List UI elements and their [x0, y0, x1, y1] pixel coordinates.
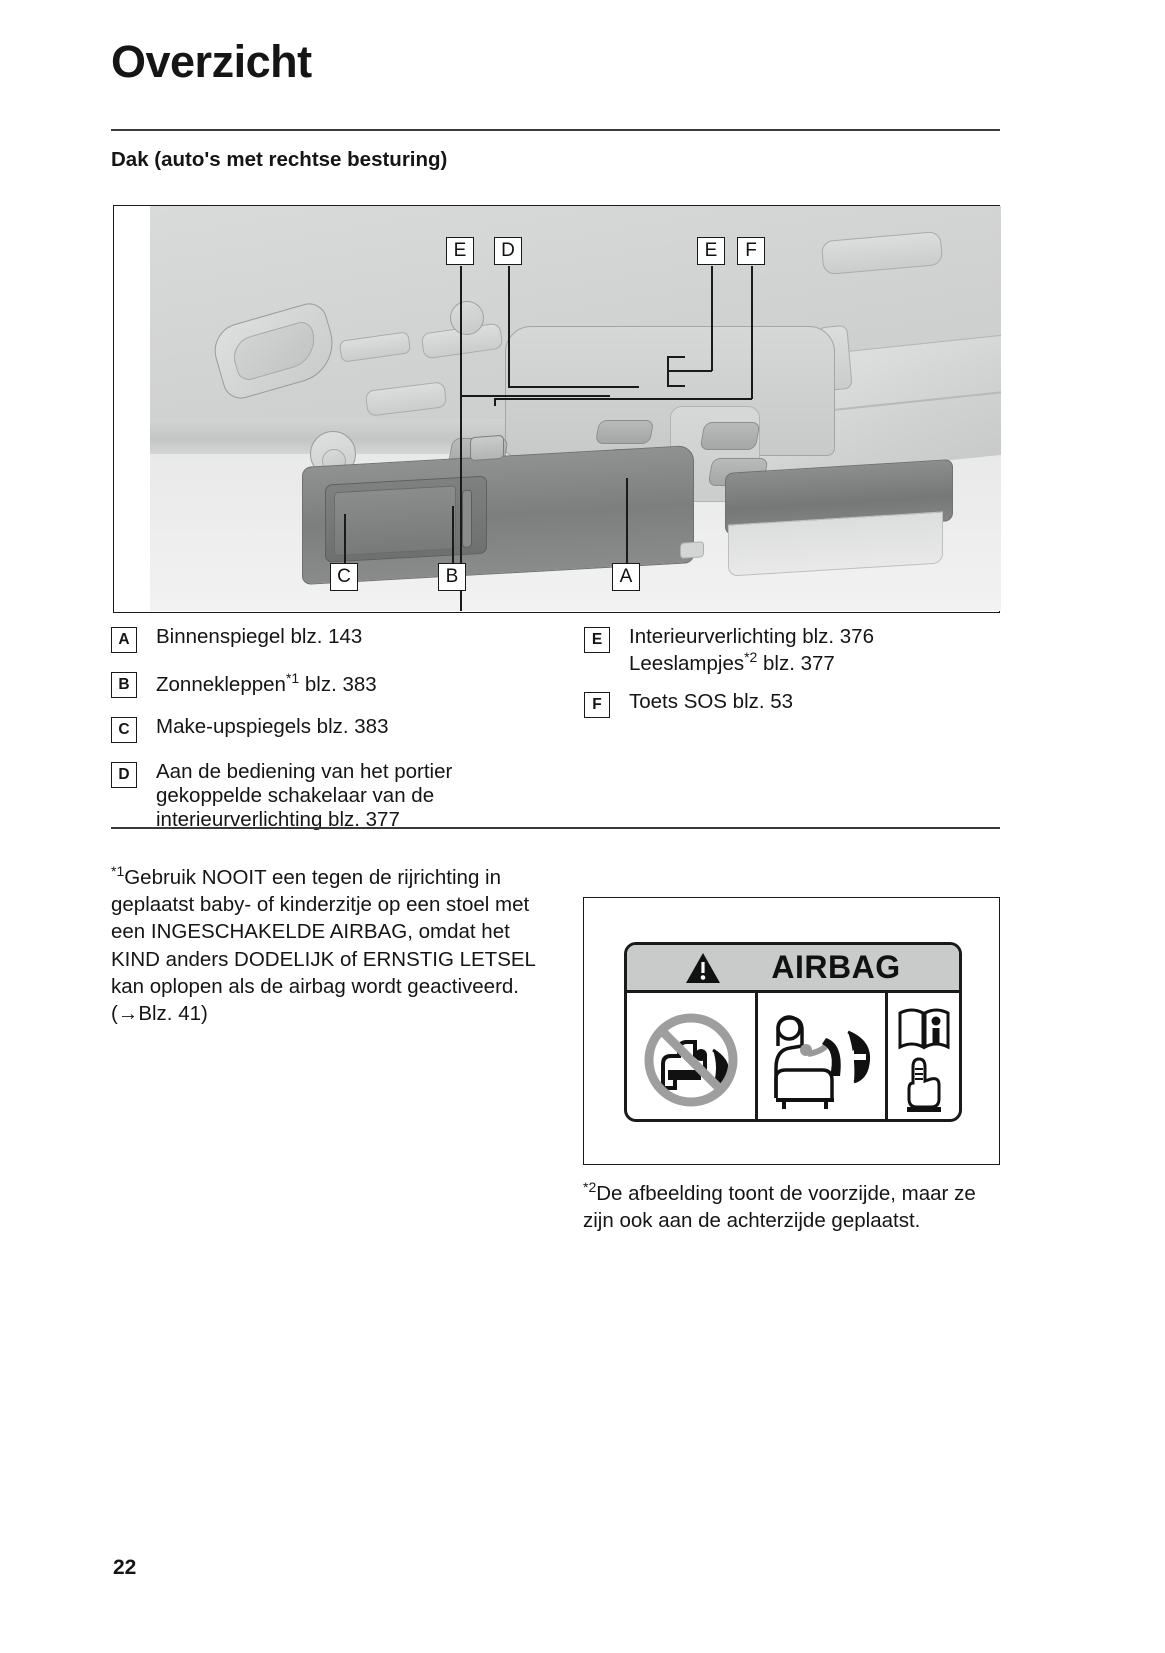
legend-badge-d: D: [111, 762, 137, 788]
airbag-panel-no-child-seat: [627, 993, 755, 1119]
callout-a-bottom: A: [612, 563, 640, 591]
vanity-mirror-tab: [462, 489, 472, 549]
footnote-one: *1Gebruik NOOIT een tegen de rijrichting…: [111, 862, 541, 1027]
airbag-warning-label: AIRBAG: [624, 942, 962, 1122]
roof-overview-figure: E D E F C B A: [113, 205, 1001, 613]
leader-e2-h3: [667, 385, 685, 387]
airbag-panel-read-manual: [885, 993, 959, 1119]
airbag-label-title: AIRBAG: [771, 949, 901, 985]
leader-a: [626, 478, 628, 564]
callout-c-bottom: C: [330, 563, 358, 591]
no-rear-facing-child-seat-icon: [644, 1013, 738, 1106]
legend-badge-f: F: [584, 692, 610, 719]
leader-d-h: [508, 386, 639, 388]
leader-e2-v2: [667, 356, 669, 386]
leader-f-h: [494, 398, 752, 400]
legend-badge-a: A: [111, 627, 137, 653]
legend-item-c: C Make-upspiegels blz. 383: [111, 715, 561, 745]
legend-badge-c: C: [111, 717, 137, 743]
callout-b-bottom: B: [438, 563, 466, 591]
roof-illustration: [150, 206, 1001, 611]
airbag-label-body: [627, 993, 959, 1119]
legend-item-a: A Binnenspiegel blz. 143: [111, 625, 561, 655]
callout-e-top-right: E: [697, 237, 725, 265]
legend-item-f: F Toets SOS blz. 53: [584, 690, 1000, 720]
leader-e1: [460, 266, 462, 611]
leader-e2: [711, 266, 713, 371]
leader-f: [751, 266, 753, 399]
airbag-deployment-icon: [774, 1014, 871, 1109]
switch-interior-light-left: [594, 420, 655, 444]
legend-item-d: D Aan de bediening van het portier gekop…: [111, 760, 561, 831]
vanity-mirror: [325, 475, 487, 563]
airbag-label-figure: AIRBAG: [583, 897, 1000, 1165]
footnote-one-marker: *1: [111, 863, 125, 879]
leader-c: [344, 514, 346, 564]
footnote-two: *2De afbeelding toont de voorzijde, maar…: [583, 1178, 1003, 1234]
leader-e2-h: [667, 370, 712, 372]
read-manual-icon: [898, 1008, 949, 1050]
dome-sensor-icon: [450, 301, 484, 335]
pointing-hand-icon: [906, 1056, 941, 1112]
switch-interior-light-right: [699, 422, 761, 450]
warning-triangle-icon: [686, 952, 721, 983]
legend-column-left: A Binnenspiegel blz. 143 B Zonnekleppen*…: [111, 625, 561, 846]
callout-f-top-right: F: [737, 237, 765, 265]
legend-label-b-main: Zonnekleppen: [156, 672, 286, 696]
airbag-label-header: AIRBAG: [627, 945, 959, 993]
footnote-two-text: De afbeelding toont de voorzijde, maar z…: [583, 1181, 976, 1233]
legend-divider: [111, 827, 1000, 829]
footnote-two-marker: *2: [583, 1179, 597, 1195]
legend-label-e-line2-pre: Leeslampjes: [629, 651, 745, 675]
legend-label-b-sup: *1: [285, 670, 300, 686]
legend-badge-b: B: [111, 672, 137, 698]
legend-label-a: Binnenspiegel blz. 143: [156, 625, 363, 648]
legend-item-b: B Zonnekleppen*1 blz. 383: [111, 670, 561, 700]
leader-d: [508, 266, 510, 387]
sun-visor-clip: [470, 434, 504, 462]
legend-label-e-line2-sup: *2: [744, 648, 758, 665]
leader-e1-v2: [460, 386, 462, 396]
footnote-one-text: Gebruik NOOIT een tegen de rijrichting i…: [111, 865, 536, 1026]
airbag-panel-deployment: [754, 993, 886, 1119]
leader-b: [452, 506, 454, 564]
header-divider: [111, 129, 1000, 131]
leader-f-v2: [494, 398, 496, 406]
legend-label-c: Make-upspiegels blz. 383: [156, 715, 389, 738]
callout-e-top-left: E: [446, 237, 474, 265]
leader-e1-h: [460, 395, 610, 397]
legend-label-b: Zonnekleppen*1 blz. 383: [156, 670, 561, 697]
page-title: Overzicht: [111, 36, 312, 87]
legend-label-e-line2-post: blz. 377: [757, 651, 835, 675]
coat-hook-icon: [680, 541, 704, 559]
legend-label-e-line1: Interieurverlichting blz. 376: [629, 625, 874, 648]
legend-label-f: Toets SOS blz. 53: [629, 690, 794, 714]
legend-label-b-tail: blz. 383: [299, 672, 377, 696]
legend-label-d: Aan de bediening van het portier gekoppe…: [156, 760, 453, 831]
page-number: 22: [113, 1556, 137, 1579]
legend-badge-e: E: [584, 627, 610, 653]
section-heading: Dak (auto's met rechtse besturing): [111, 148, 448, 171]
callout-d-top: D: [494, 237, 522, 265]
leader-e2-h2: [667, 356, 685, 358]
